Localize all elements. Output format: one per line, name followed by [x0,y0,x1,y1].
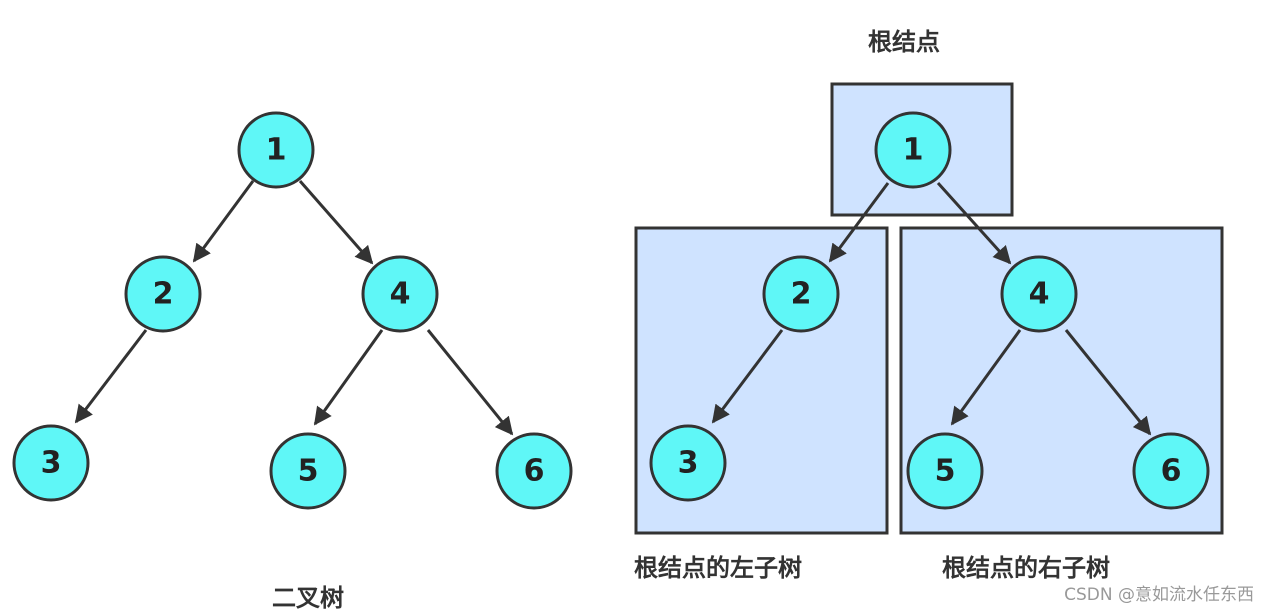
tree-node-6: 6 [495,432,573,510]
node-label: 2 [791,277,812,312]
edge-4-5 [950,329,1022,426]
node-label: 6 [1161,454,1182,489]
edge-4-6 [1064,329,1152,436]
node-label: 4 [1029,277,1050,312]
right-subtree-caption: 根结点的右子树 [942,554,1110,582]
edge-1-4 [298,180,374,265]
tree-node-2: 2 [762,255,840,333]
edge-4-5 [313,329,384,426]
root-caption: 根结点 [868,28,940,56]
edge-2-3 [711,329,784,424]
left-subtree-caption: 根结点的左子树 [634,554,802,582]
tree-node-3: 3 [649,424,727,502]
node-label: 3 [678,446,699,481]
tree-node-4: 4 [1000,255,1078,333]
right-binary-tree: 根结点 1 2 4 3 5 6 [634,28,1224,582]
node-label: 5 [298,454,319,489]
node-label: 1 [903,133,924,168]
node-label: 1 [266,133,287,168]
node-label: 6 [524,454,545,489]
tree-node-4: 4 [361,255,439,333]
tree-node-5: 5 [906,432,984,510]
edge-2-3 [74,329,148,424]
edge-1-2 [828,182,890,263]
tree-node-6: 6 [1132,432,1210,510]
edge-4-6 [426,329,514,436]
tree-node-1: 1 [874,111,952,189]
watermark-text: CSDN @意如流水任东西 [1064,585,1254,605]
tree-node-2: 2 [124,255,202,333]
node-label: 4 [390,277,411,312]
node-label: 5 [935,454,956,489]
node-label: 2 [153,277,174,312]
edge-1-2 [192,180,255,263]
tree-node-5: 5 [269,432,347,510]
left-binary-tree: 1 2 4 3 5 6 二叉树 [12,111,573,612]
edge-1-4 [936,181,1012,265]
tree-node-3: 3 [12,424,90,502]
tree-node-1: 1 [237,111,315,189]
node-label: 3 [41,446,62,481]
binary-tree-caption: 二叉树 [272,584,344,612]
